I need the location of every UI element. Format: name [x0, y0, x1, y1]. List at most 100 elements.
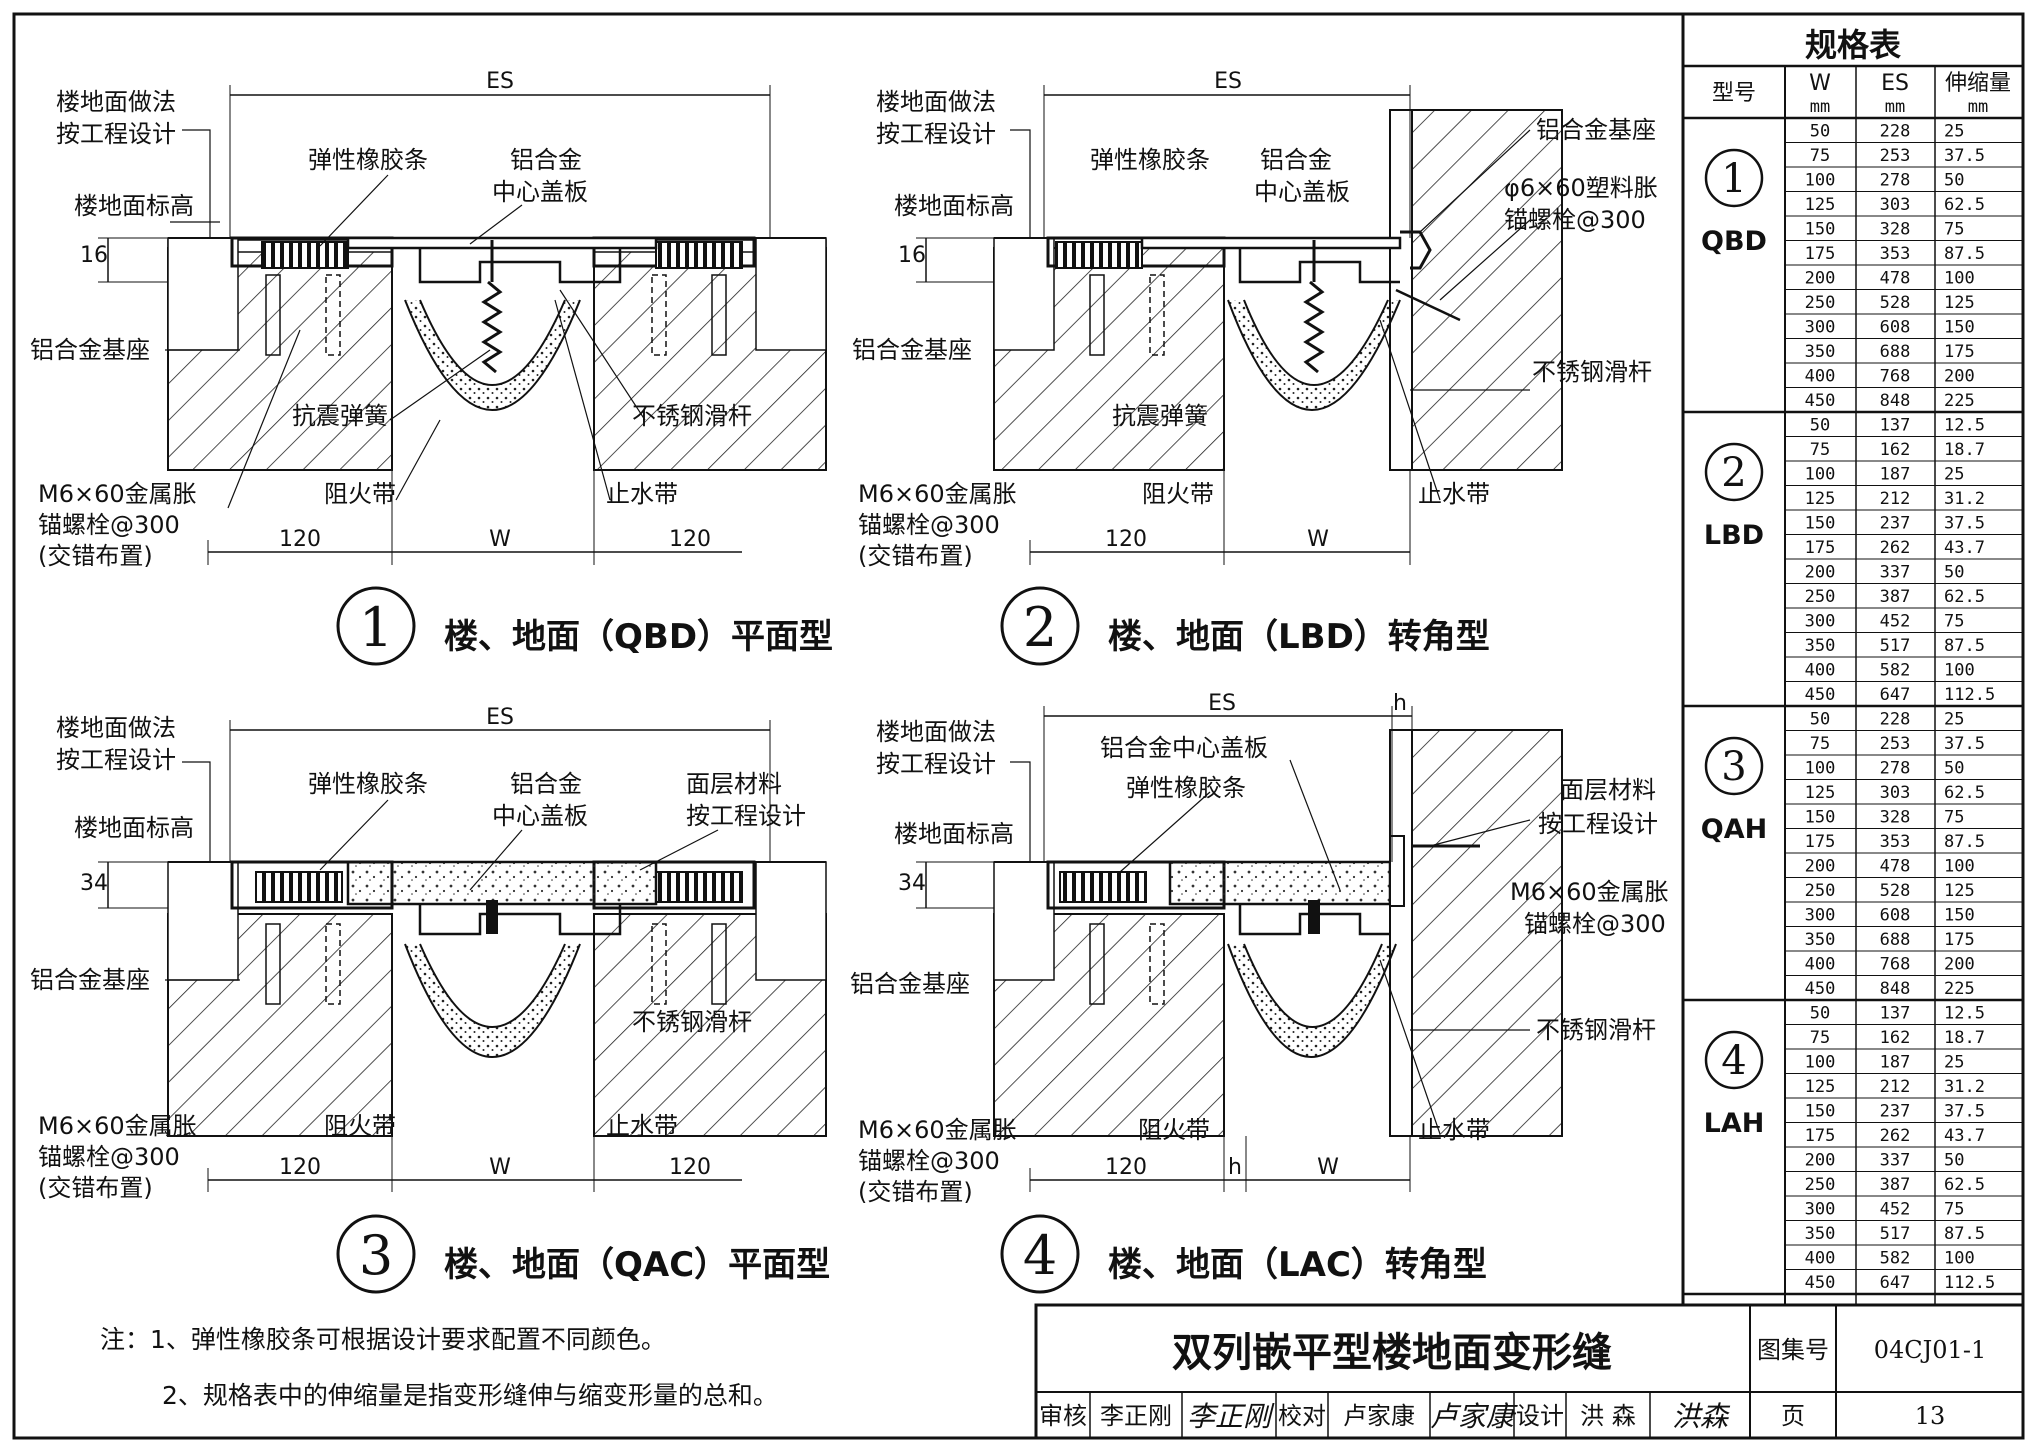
spec-group-circle — [1704, 1030, 1764, 1090]
d4-number: 4 — [1023, 1224, 1057, 1287]
spec-cell: 175 — [1944, 930, 1975, 950]
d4-rubber: 弹性橡胶条 — [1126, 774, 1246, 802]
spec-cell: 175 — [1805, 1126, 1836, 1146]
d2-rod: 不锈钢滑杆 — [1532, 358, 1652, 386]
d4-cover: 铝合金中心盖板 — [1100, 734, 1268, 762]
d1-rod: 不锈钢滑杆 — [632, 402, 752, 430]
spec-cell: 100 — [1805, 1053, 1836, 1073]
spec-col-es: ES — [1881, 71, 1909, 96]
spec-cell: 400 — [1805, 1249, 1836, 1269]
atlas-number: 04CJ01-1 — [1874, 1336, 1986, 1364]
d1-floor-method-1: 楼地面做法 — [56, 88, 176, 116]
spec-cell: 162 — [1880, 440, 1911, 460]
spec-cell: 450 — [1805, 685, 1836, 705]
spec-cell: 350 — [1805, 1224, 1836, 1244]
spec-cell: 125 — [1805, 195, 1836, 215]
d1-cover-2: 中心盖板 — [492, 178, 588, 206]
d1-rubber: 弹性橡胶条 — [308, 146, 428, 174]
d3-surface-2: 按工程设计 — [686, 802, 806, 830]
d2-number: 2 — [1023, 596, 1057, 659]
d2-spring: 抗震弹簧 — [1112, 402, 1208, 430]
spec-cell: 517 — [1880, 1224, 1911, 1244]
spec-cell: 452 — [1880, 612, 1911, 632]
spec-cell: 228 — [1880, 122, 1911, 142]
d3-floor-method-2: 按工程设计 — [56, 746, 176, 774]
designer-signature: 洪森 — [1672, 1400, 1731, 1433]
d3-es-label: ES — [486, 705, 514, 730]
d2-floor-method-2: 按工程设计 — [876, 120, 996, 148]
d3-number: 3 — [359, 1224, 393, 1287]
detail-1-qbd: ES 楼地面做法 按工程设计 楼地面标高 弹性橡胶条 铝合金 中心盖板 16 铝… — [30, 69, 833, 666]
spec-cell: 87.5 — [1944, 1224, 1985, 1244]
d1-title: 楼、地面（QBD）平面型 — [444, 617, 833, 657]
d4-dw: W — [1317, 1155, 1339, 1180]
spec-cell: 31.2 — [1944, 1077, 1985, 1097]
spec-cell: 75 — [1810, 146, 1830, 166]
spec-cell: 12.5 — [1944, 416, 1985, 436]
spec-cell: 50 — [1944, 563, 1964, 583]
d4-title: 楼、地面（LAC）转角型 — [1108, 1245, 1487, 1285]
d1-spring: 抗震弹簧 — [292, 402, 388, 430]
spec-cell: 150 — [1805, 220, 1836, 240]
spec-group-name: LAH — [1704, 1108, 1765, 1139]
spec-cell: 303 — [1880, 783, 1911, 803]
spec-cell: 647 — [1880, 685, 1911, 705]
spec-cell: 125 — [1805, 783, 1836, 803]
spec-cell: 187 — [1880, 1053, 1911, 1073]
spec-col-w: W — [1809, 71, 1831, 96]
d3-water: 止水带 — [606, 1112, 678, 1140]
d1-es-label: ES — [486, 69, 514, 94]
d2-cover-1: 铝合金 — [1260, 146, 1332, 174]
spec-cell: 400 — [1805, 955, 1836, 975]
spec-cell: 100 — [1805, 171, 1836, 191]
page-label: 页 — [1781, 1402, 1805, 1430]
atlas-label: 图集号 — [1757, 1336, 1829, 1364]
spec-cell: 112.5 — [1944, 685, 1995, 705]
d2-cover-2: 中心盖板 — [1254, 178, 1350, 206]
spec-cell: 582 — [1880, 1249, 1911, 1269]
spec-cell: 37.5 — [1944, 1102, 1985, 1122]
spec-cell: 75 — [1810, 1028, 1830, 1048]
spec-cell: 688 — [1880, 342, 1911, 362]
spec-cell: 75 — [1810, 734, 1830, 754]
spec-cell: 100 — [1805, 465, 1836, 485]
spec-cell: 150 — [1805, 514, 1836, 534]
spec-cell: 50 — [1810, 122, 1830, 142]
spec-cell: 212 — [1880, 1077, 1911, 1097]
detail-3-qac: ES 楼地面做法 按工程设计 楼地面标高 弹性橡胶条 铝合金 中心盖板 面层材料… — [30, 705, 830, 1294]
check-label: 校对 — [1278, 1402, 1326, 1430]
d4-dim34: 34 — [898, 871, 926, 896]
spec-cell: 25 — [1944, 1053, 1964, 1073]
spec-cell: 18.7 — [1944, 1028, 1985, 1048]
spec-cell: 228 — [1880, 710, 1911, 730]
review-label: 审核 — [1039, 1402, 1087, 1430]
spec-cell: 250 — [1805, 587, 1836, 607]
spec-col-type: 型号 — [1712, 81, 1756, 106]
d4-d120a: 120 — [1105, 1155, 1147, 1180]
d2-elev: 楼地面标高 — [894, 192, 1014, 220]
d2-anchor-1: φ6×60塑料胀 — [1504, 174, 1658, 202]
spec-cell: 450 — [1805, 1273, 1836, 1293]
spec-cell: 175 — [1805, 244, 1836, 264]
spec-cell: 125 — [1944, 881, 1975, 901]
spec-cell: 50 — [1810, 1004, 1830, 1024]
spec-cell: 200 — [1944, 955, 1975, 975]
spec-cell: 528 — [1880, 293, 1911, 313]
spec-cell: 62.5 — [1944, 587, 1985, 607]
d2-dw: W — [1307, 527, 1329, 552]
spec-cell: 250 — [1805, 293, 1836, 313]
spec-cell: 200 — [1805, 1151, 1836, 1171]
checker-signature: 卢家康 — [1430, 1400, 1518, 1433]
spec-col-exp-unit: mm — [1968, 97, 1988, 117]
spec-cell: 253 — [1880, 734, 1911, 754]
d3-bolt-1: M6×60金属胀 — [38, 1112, 197, 1140]
d2-base: 铝合金基座 — [852, 336, 972, 364]
spec-cell: 112.5 — [1944, 1273, 1995, 1293]
d2-rubber: 弹性橡胶条 — [1090, 146, 1210, 174]
d1-floor-method-2: 按工程设计 — [56, 120, 176, 148]
spec-cell: 848 — [1880, 979, 1911, 999]
reviewer-signature: 李正刚 — [1187, 1400, 1275, 1433]
spec-cell: 37.5 — [1944, 734, 1985, 754]
spec-cell: 50 — [1810, 710, 1830, 730]
